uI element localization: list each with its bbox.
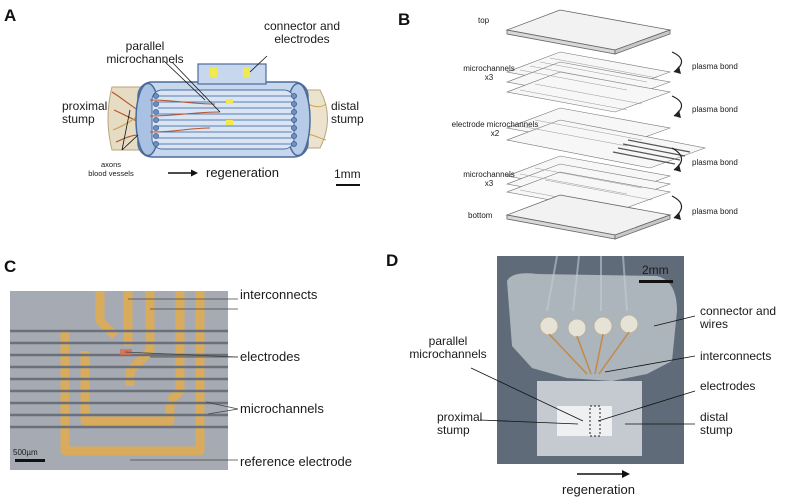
- conduit-tube: [135, 81, 311, 158]
- label-regeneration-a: regeneration: [206, 165, 279, 180]
- layer-top: [505, 9, 672, 55]
- label-connector-electrodes-a: connector and electrodes: [263, 19, 341, 46]
- label-plasma-bond-4: plasma bond: [692, 207, 738, 216]
- label-reference-electrode-c: reference electrode: [240, 454, 353, 469]
- label-proximal-stump-d: proximal stump: [437, 410, 483, 437]
- panel-letter-c: C: [4, 257, 17, 276]
- regeneration-arrow-a: [168, 169, 198, 177]
- label-microchannels-x3-b: microchannels x3: [463, 170, 515, 188]
- label-scale-d: 2mm: [642, 263, 669, 277]
- photograph-d: 2mm: [497, 256, 684, 464]
- label-interconnects-d: interconnects: [700, 349, 772, 363]
- layer-electrode-microchannels: [505, 107, 707, 169]
- label-regeneration-d: regeneration: [562, 482, 635, 497]
- label-distal-stump-a: distal stump: [331, 99, 364, 126]
- label-top-b: top: [478, 16, 490, 25]
- label-electrodes-c: electrodes: [240, 349, 300, 364]
- label-plasma-bond-1: plasma bond: [692, 62, 738, 71]
- label-scale-a: 1mm: [334, 167, 361, 181]
- label-microchannels-x3-a: microchannels x3: [463, 64, 515, 82]
- label-plasma-bond-3: plasma bond: [692, 158, 738, 167]
- micrograph-c: 500µm: [10, 291, 228, 470]
- label-electrode-microchannels-x2: electrode microchannels x2: [451, 120, 539, 138]
- label-interconnects-c: interconnects: [240, 287, 318, 302]
- layer-microchannels-a: [505, 51, 672, 113]
- connector-box: [197, 63, 267, 85]
- label-scale-c: 500µm: [13, 448, 38, 457]
- label-proximal-stump-a: proximal stump: [62, 99, 108, 126]
- label-plasma-bond-2: plasma bond: [692, 105, 738, 114]
- label-axons-blood-vessels-a: axons blood vessels: [88, 160, 134, 178]
- label-parallel-microchannels-a: parallel microchannels: [106, 39, 184, 66]
- label-electrodes-d: electrodes: [700, 379, 756, 393]
- label-microchannels-c: microchannels: [240, 401, 324, 416]
- regeneration-arrow-d: [577, 470, 630, 478]
- label-parallel-microchannels-d: parallel microchannels: [409, 334, 487, 361]
- panel-letter-b: B: [398, 10, 411, 29]
- layer-microchannels-b: [505, 155, 672, 213]
- panel-letter-a: A: [4, 6, 17, 25]
- layer-bottom: [505, 194, 672, 240]
- label-bottom-b: bottom: [468, 211, 493, 220]
- label-connector-wires-d: connector and wires: [700, 304, 777, 331]
- label-distal-stump-d: distal stump: [700, 410, 733, 437]
- panel-letter-d: D: [386, 251, 399, 270]
